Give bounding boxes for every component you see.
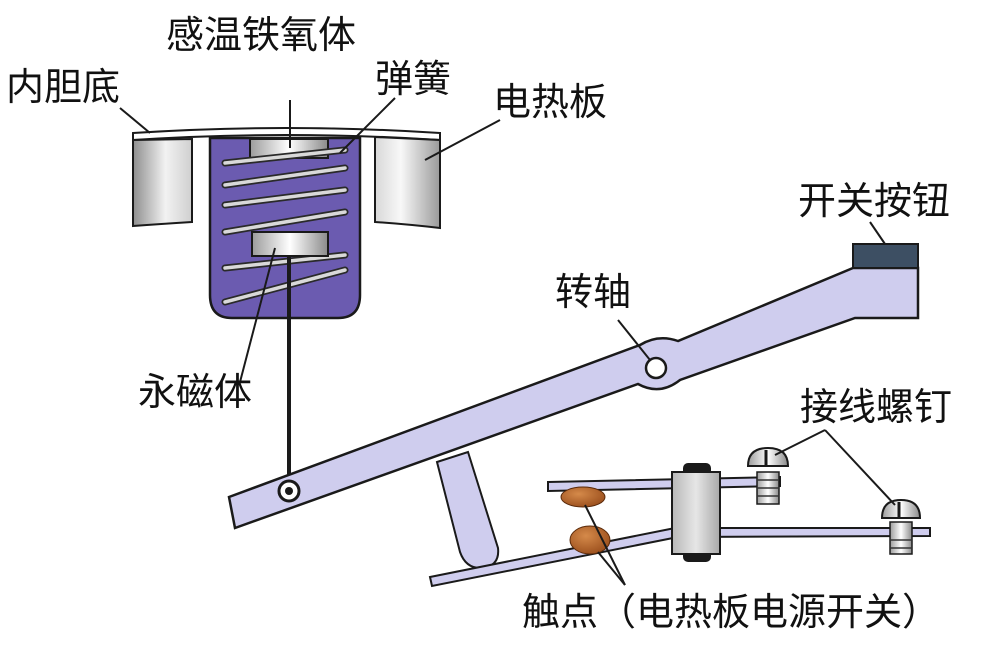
heating-plate-right [374, 135, 441, 230]
label-contacts: 触点（电热板电源开关） [522, 590, 940, 634]
label-heating-plate: 电热板 [493, 80, 607, 124]
label-terminal-screw: 接线螺钉 [800, 385, 952, 429]
upper-contact [560, 486, 606, 508]
label-inner-tank-bottom: 内胆底 [6, 65, 120, 109]
insulating-block [671, 471, 721, 555]
label-sensing-ferrite: 感温铁氧体 [166, 13, 356, 57]
leader-lines [119, 97, 896, 586]
label-pivot-shaft: 转轴 [555, 270, 631, 314]
lower-contact [569, 525, 611, 555]
pivot-shaft [644, 356, 668, 380]
terminal-screw-lower [880, 498, 922, 555]
terminal-screw-upper [746, 446, 790, 505]
permanent-magnet-disk [251, 231, 329, 257]
lever-support-leg [435, 450, 500, 570]
switch-button[interactable] [852, 243, 919, 269]
label-switch-button: 开关按钮 [798, 179, 950, 223]
label-spring: 弹簧 [375, 57, 451, 101]
rod-end-pin-center [285, 487, 293, 495]
label-permanent-magnet: 永磁体 [138, 370, 252, 414]
spring-coil-highlight [223, 148, 347, 304]
heating-plate-left [132, 137, 193, 228]
switch-lever [227, 266, 920, 530]
